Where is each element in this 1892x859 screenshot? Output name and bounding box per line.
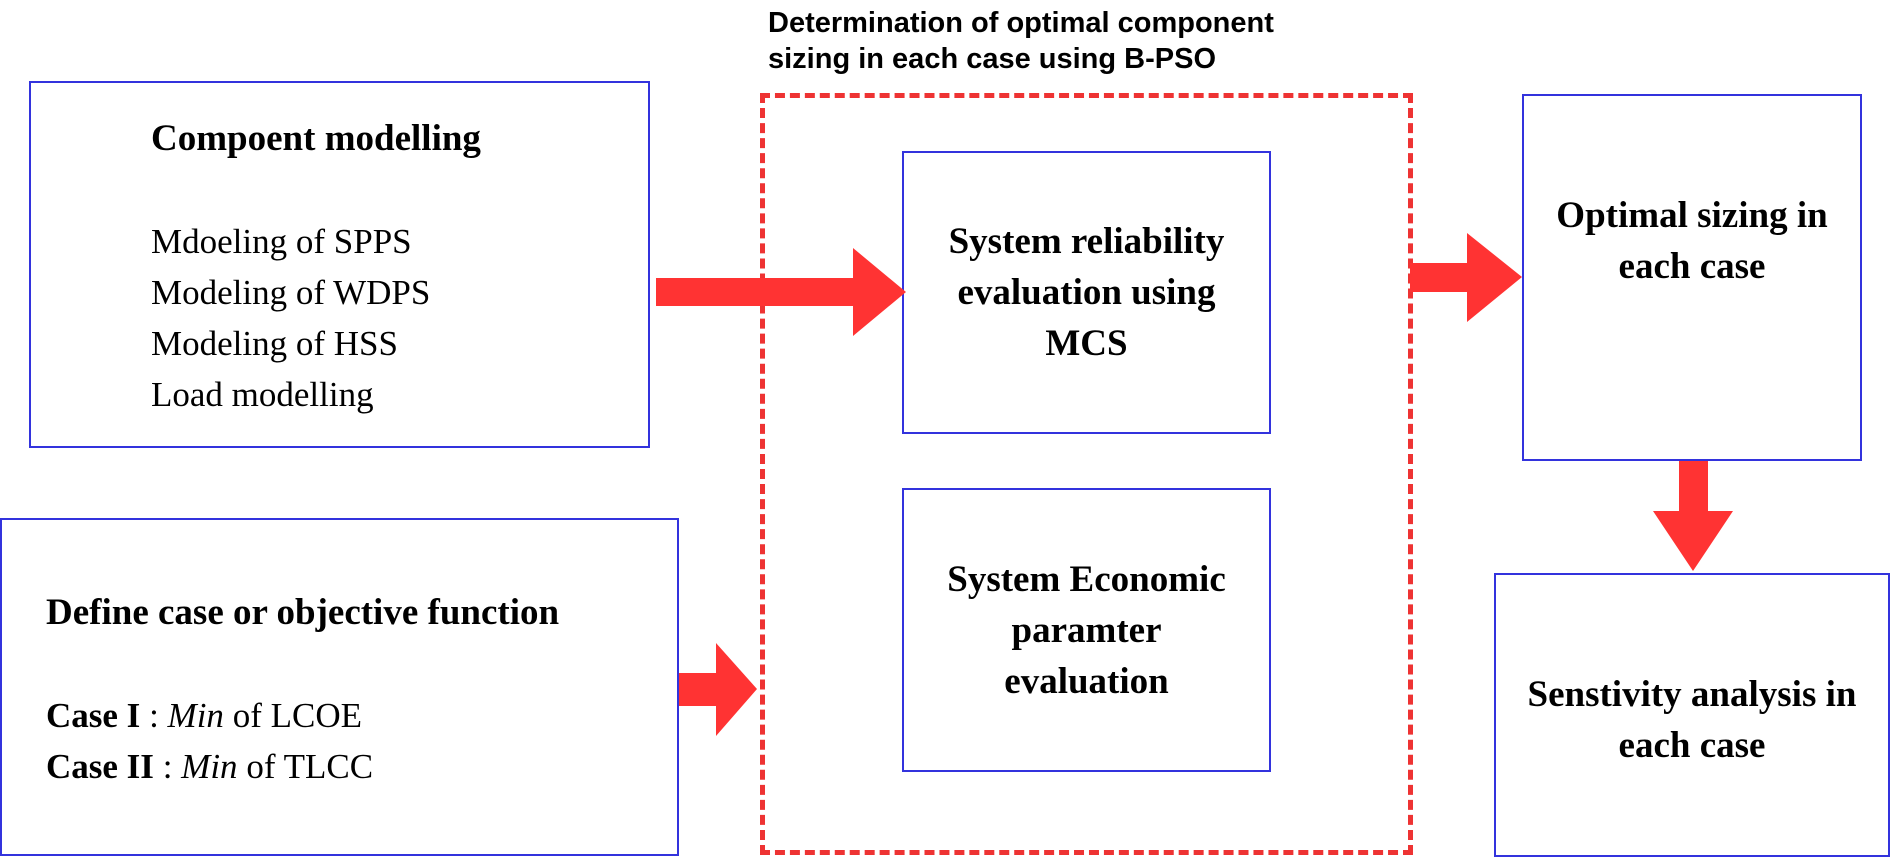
sensitivity-line: Senstivity analysis in (1527, 674, 1857, 715)
optimal-sizing-line: each case (1618, 245, 1766, 287)
case-label: Case II (46, 747, 154, 786)
optimal-sizing-text: Optimal sizing in each case (1556, 190, 1827, 292)
modelling-item: Modeling of WDPS (151, 273, 431, 312)
reliability-evaluation-box: System reliability evaluation using MCS (902, 151, 1271, 434)
case-item: Case II : Min of TLCC (46, 741, 373, 792)
component-modelling-title: Compoent modelling (151, 118, 481, 159)
modelling-item: Mdoeling of SPPS (151, 222, 412, 261)
case-label: Case I (46, 696, 141, 735)
component-modelling-list: Mdoeling of SPPS Modeling of WDPS Modeli… (151, 216, 430, 420)
optimization-group-label: Determination of optimal component sizin… (768, 5, 1274, 77)
economic-line: System Economic (947, 558, 1226, 600)
case-separator: : (140, 696, 168, 735)
economic-line: paramter (1011, 609, 1162, 651)
modelling-item: Modeling of HSS (151, 324, 398, 363)
case-separator: : (153, 747, 182, 786)
case-list: Case I : Min of LCOE Case II : Min of TL… (46, 690, 373, 792)
case-metric: of LCOE (223, 696, 362, 735)
modelling-item: Load modelling (151, 375, 374, 414)
arrow-case-to-optimization (679, 643, 757, 736)
optimal-sizing-line: Optimal sizing in (1556, 194, 1828, 236)
reliability-line: evaluation using (957, 272, 1216, 313)
sensitivity-text: Senstivity analysis in each case (1528, 669, 1857, 771)
case-metric: of TLCC (237, 747, 374, 786)
economic-line: evaluation (1004, 660, 1169, 702)
case-min: Min (167, 696, 224, 735)
case-item: Case I : Min of LCOE (46, 690, 373, 741)
arrow-modelling-to-reliability (656, 248, 906, 336)
economic-evaluation-box: System Economic paramter evaluation (902, 488, 1271, 772)
optimization-group-frame (760, 93, 1413, 855)
case-min: Min (181, 747, 238, 786)
define-case-title: Define case or objective function (46, 592, 560, 633)
reliability-line: MCS (1045, 323, 1128, 364)
arrow-optimal-to-sensitivity (1653, 461, 1733, 571)
economic-text: System Economic paramter evaluation (947, 554, 1226, 707)
optimal-sizing-box: Optimal sizing in each case (1522, 94, 1862, 461)
arrow-to-optimal-sizing (1410, 233, 1522, 322)
define-case-box: Define case or objective function Case I… (0, 518, 679, 856)
reliability-text: System reliability evaluation using MCS (949, 216, 1225, 369)
sensitivity-analysis-box: Senstivity analysis in each case (1494, 573, 1890, 857)
sensitivity-line: each case (1618, 725, 1766, 766)
group-label-line-2: sizing in each case using B-PSO (768, 43, 1217, 75)
reliability-line: System reliability (948, 221, 1225, 262)
component-modelling-box: Compoent modelling Mdoeling of SPPS Mode… (29, 81, 650, 448)
group-label-line-1: Determination of optimal component (768, 7, 1274, 39)
